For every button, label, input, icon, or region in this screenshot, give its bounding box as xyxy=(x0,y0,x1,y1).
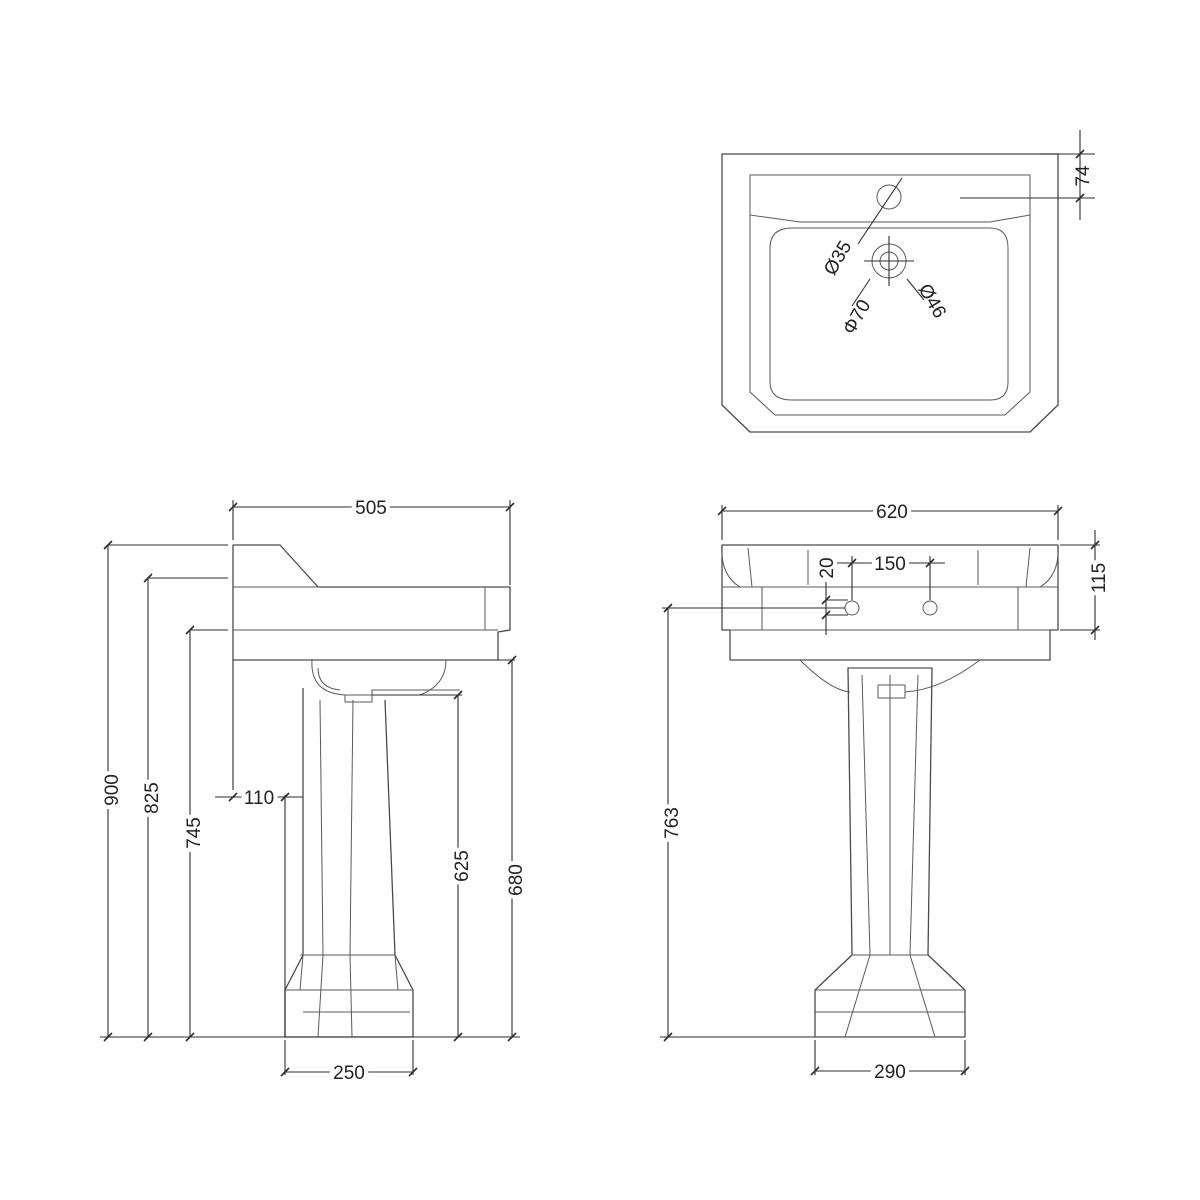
basin-front-view xyxy=(660,505,1100,1076)
dim-250: 250 xyxy=(333,1063,365,1084)
basin-side-view xyxy=(100,500,520,1077)
dim-dia-35: Ø35 xyxy=(820,237,856,279)
dim-625: 625 xyxy=(452,850,473,882)
dim-20: 20 xyxy=(817,557,838,578)
dim-110: 110 xyxy=(244,788,274,809)
dim-745: 745 xyxy=(184,817,205,849)
dim-763: 763 xyxy=(662,807,683,839)
tap-hole xyxy=(876,184,902,210)
basin-top-view xyxy=(721,130,1095,433)
dim-505: 505 xyxy=(355,498,387,519)
dim-115: 115 xyxy=(1089,563,1110,593)
dim-680: 680 xyxy=(506,864,527,896)
dim-825: 825 xyxy=(142,782,163,814)
dim-dia-46: Ø46 xyxy=(914,280,950,322)
dim-150: 150 xyxy=(874,554,906,575)
dim-620: 620 xyxy=(876,502,908,523)
dim-74: 74 xyxy=(1073,165,1094,187)
dim-dia-70: Φ70 xyxy=(839,296,875,338)
dim-290: 290 xyxy=(874,1062,906,1083)
dim-900: 900 xyxy=(102,774,123,806)
